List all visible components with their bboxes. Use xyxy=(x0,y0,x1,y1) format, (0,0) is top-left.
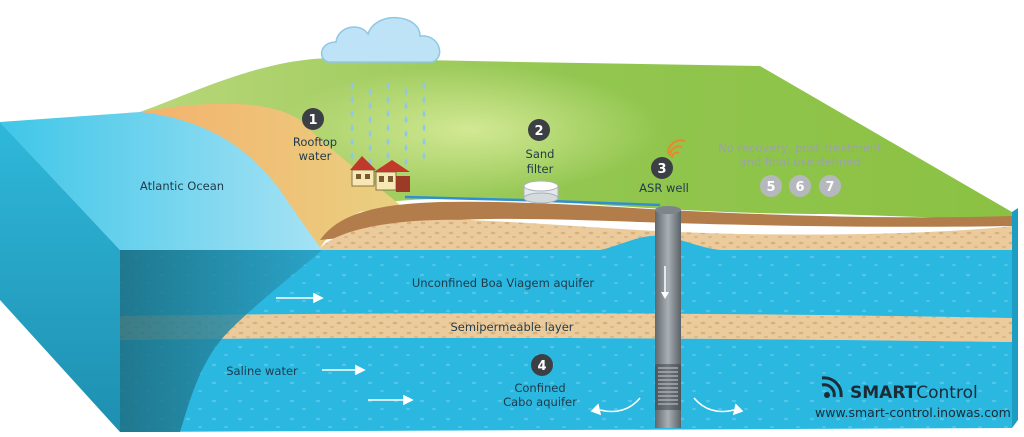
cloud-icon xyxy=(321,17,441,63)
semipermeable-layer-band xyxy=(120,313,1012,342)
rain-drop xyxy=(350,152,354,159)
brand-logo-icon xyxy=(821,376,843,398)
ocean-label: Atlantic Ocean xyxy=(140,179,224,193)
asr-well-label: ASR well xyxy=(639,181,689,195)
svg-text:5: 5 xyxy=(766,180,775,195)
rain-drop xyxy=(386,82,390,89)
block-right-face xyxy=(1012,208,1018,428)
rain-drop xyxy=(422,124,426,131)
svg-text:4: 4 xyxy=(537,359,546,374)
rain-drop xyxy=(368,88,372,95)
ocean-surface xyxy=(0,112,322,250)
wifi-icon xyxy=(666,139,686,159)
rain-drop xyxy=(368,130,372,137)
rain-drop xyxy=(422,96,426,103)
rain-drop xyxy=(422,138,426,145)
marker-6: 6 xyxy=(789,175,811,197)
svg-text:1: 1 xyxy=(308,113,317,128)
marker-1: 1 xyxy=(302,108,324,130)
marker-2: 2 xyxy=(528,119,550,141)
svg-text:7: 7 xyxy=(825,180,834,195)
rain-drop xyxy=(422,110,426,117)
rain-drop xyxy=(422,152,426,159)
rain-drop xyxy=(386,110,390,117)
svg-text:3: 3 xyxy=(657,162,666,177)
rain-drop xyxy=(386,152,390,159)
rain-drop xyxy=(422,82,426,89)
saline-water-label: Saline water xyxy=(226,364,298,378)
rain-drop xyxy=(404,158,408,165)
rain-drop xyxy=(368,144,372,151)
outflow-arrows xyxy=(590,397,744,416)
unconfined-aquifer-layer xyxy=(120,250,1012,322)
flow-arrows xyxy=(276,292,414,406)
saline-wedge xyxy=(120,250,322,432)
rain-drop xyxy=(350,82,354,89)
marker-4: 4 xyxy=(531,354,553,376)
rooftop-label-line1: Rooftop xyxy=(293,135,337,149)
rain-drop xyxy=(368,102,372,109)
semipermeable-label: Semipermeable layer xyxy=(450,320,573,334)
rain-drop xyxy=(368,116,372,123)
sand-filter-label-line2: filter xyxy=(527,162,554,176)
house-icon xyxy=(350,156,410,192)
ocean-left-face xyxy=(0,122,120,432)
rain-drop xyxy=(350,124,354,131)
sand-filter-icon xyxy=(523,180,559,204)
marker-5: 5 xyxy=(760,175,782,197)
asr-well xyxy=(655,206,681,428)
rain-drop xyxy=(404,102,408,109)
rooftop-label-line2: water xyxy=(299,149,332,163)
rain-drop xyxy=(350,96,354,103)
rain-drop xyxy=(386,124,390,131)
confined-aquifer-label-line2: Cabo aquifer xyxy=(503,395,577,409)
brand-name: SMARTControl xyxy=(850,383,978,403)
rain-drop xyxy=(350,110,354,117)
marker-7: 7 xyxy=(819,175,841,197)
rain-drop xyxy=(404,88,408,95)
note-line1: No recovery, post-treatment xyxy=(718,141,882,155)
pipe xyxy=(404,195,661,207)
note-line2: and final use defined xyxy=(739,155,860,169)
confined-aquifer-layer xyxy=(120,337,1012,432)
rain-drops xyxy=(350,82,426,165)
rain-drop xyxy=(386,138,390,145)
unconfined-aquifer-label: Unconfined Boa Viagem aquifer xyxy=(412,276,595,290)
rain-drop xyxy=(404,130,408,137)
rain-drop xyxy=(350,138,354,145)
brand-url: www.smart-control.inowas.com xyxy=(815,405,1011,420)
svg-text:6: 6 xyxy=(795,180,804,195)
confined-aquifer-label-line1: Confined xyxy=(514,381,565,395)
land-glow xyxy=(280,65,660,195)
rain-drop xyxy=(404,144,408,151)
well-screen xyxy=(658,367,678,405)
rain-drop xyxy=(404,116,408,123)
sand-filter-label-line1: Sand xyxy=(526,147,555,161)
marker-3: 3 xyxy=(651,157,673,179)
svg-text:2: 2 xyxy=(534,124,543,139)
rain-drop xyxy=(386,96,390,103)
